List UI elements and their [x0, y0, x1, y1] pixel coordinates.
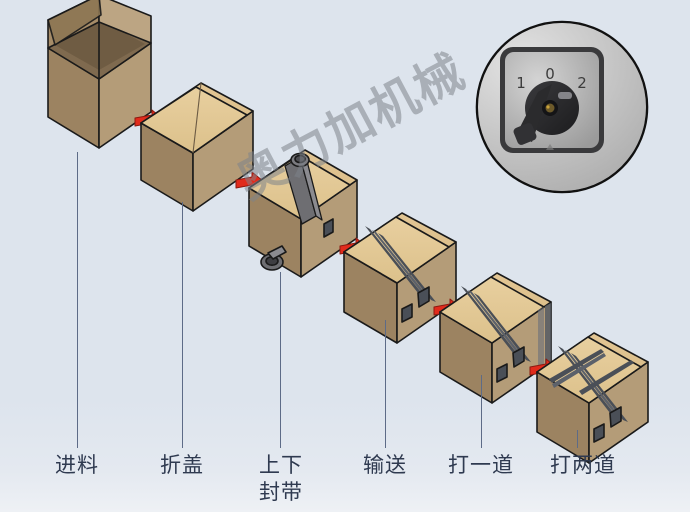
switch-position-2-label: 2	[577, 74, 587, 92]
leader-line-conveying	[385, 320, 386, 448]
switch-position-1-label: 1	[516, 74, 526, 92]
carton-open	[47, 0, 152, 149]
station-label-second-strap: 打两道	[550, 453, 616, 477]
carton-one-strap	[439, 272, 552, 404]
station-label-feed: 进料	[55, 453, 99, 477]
leader-line-top-bottom-taping	[280, 272, 281, 448]
rotary-cam-switch-photo: 1 0 2	[475, 20, 649, 194]
leader-line-first-strap	[481, 375, 482, 448]
tape-roller-top	[290, 152, 310, 168]
leader-line-feed	[77, 152, 78, 448]
carton-taping-head	[248, 149, 358, 278]
leader-line-second-strap	[577, 430, 578, 448]
carton-two-straps	[536, 332, 649, 464]
leader-line-fold-flaps	[182, 202, 183, 448]
station-label-fold-flaps: 折盖	[160, 453, 204, 477]
station-label-first-strap: 打一道	[448, 453, 514, 477]
carton-flaps-folded	[140, 82, 254, 212]
switch-position-0-label: 0	[545, 65, 555, 83]
tape-roller-bottom	[260, 245, 287, 271]
carton-taped	[343, 212, 457, 344]
station-label-top-bottom-taping: 上下 封带	[259, 453, 303, 504]
station-label-conveying: 输送	[363, 453, 407, 477]
